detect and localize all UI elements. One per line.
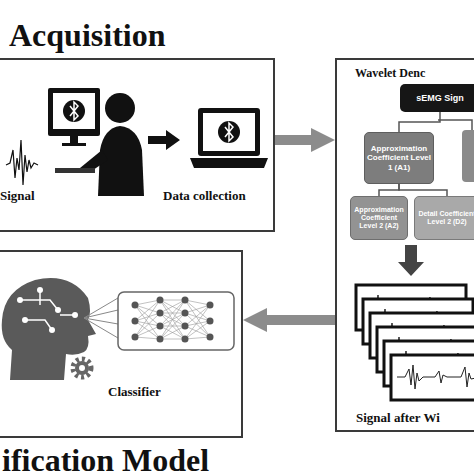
- tree-branch: [379, 184, 399, 196]
- process-box: Approximation Coefficient Level 2 (A2): [350, 196, 408, 240]
- circuit-dot: [55, 307, 61, 313]
- frame-waveform: [397, 365, 474, 389]
- annotation-label: Classifier: [108, 384, 198, 399]
- down-arrow: [398, 245, 424, 276]
- laptop-base: [190, 158, 268, 168]
- network-neuron: [207, 302, 214, 309]
- process-box: Detail Coefficient Level 2 (D2): [414, 196, 474, 240]
- circuit-dot: [49, 327, 55, 333]
- network-neuron: [132, 334, 139, 341]
- circuit-dot: [22, 317, 28, 323]
- network-neuron: [157, 336, 164, 343]
- gear-hole: [79, 365, 85, 371]
- box-label: Detail Coefficient Level 2 (D2): [417, 210, 474, 226]
- network-frame: [118, 292, 234, 350]
- box-label: sEMG Sign: [416, 93, 464, 103]
- network-neuron: [182, 323, 189, 330]
- laptop-screen: [203, 113, 255, 151]
- flow-arrow: [275, 135, 311, 145]
- tree-branch: [399, 112, 440, 132]
- network-neuron: [182, 336, 189, 343]
- network-neuron: [207, 334, 214, 341]
- annotation-label: Data collection: [163, 188, 283, 203]
- stage-panel: Wavelet Denc sEMG SignApproximation Coeff…: [335, 58, 474, 432]
- keyboard: [55, 168, 95, 173]
- monitor-base: [62, 143, 86, 146]
- stage-title: ification Model: [2, 443, 262, 474]
- annotation-label: Signal: [0, 188, 50, 203]
- circuit-dot: [17, 297, 23, 303]
- bluetooth-badge: [63, 100, 85, 122]
- network-neuron: [182, 297, 189, 304]
- person-head: [105, 93, 135, 123]
- monitor-frame: [48, 88, 100, 136]
- circuit-dot: [37, 287, 43, 293]
- network-neuron: [157, 310, 164, 317]
- box-label: Approximation Coefficient Level 1 (A1): [367, 144, 431, 172]
- network-neuron: [132, 318, 139, 325]
- gear-teeth: [73, 359, 91, 377]
- stage-title: Wavelet Denc: [355, 66, 474, 80]
- signal-frame: [391, 355, 474, 400]
- network-neuron: [157, 297, 164, 304]
- bluetooth-badge: [218, 121, 240, 143]
- transfer-arrow: [148, 130, 180, 150]
- process-box: Approximation Coefficient Level 1 (A1): [364, 132, 434, 184]
- network-neuron: [132, 302, 139, 309]
- cut-coefficient-box: [462, 130, 474, 182]
- circuit-traces: [20, 290, 75, 330]
- monitor-stand: [70, 136, 78, 144]
- stage-title: Acquisition: [9, 18, 269, 52]
- monitor-screen: [53, 93, 95, 129]
- network-neuron: [157, 323, 164, 330]
- gear-body: [75, 361, 89, 375]
- box-label: Approximation Coefficient Level 2 (A2): [353, 206, 405, 230]
- bluetooth-symbol: [225, 123, 233, 141]
- laptop-frame: [198, 108, 260, 156]
- head-silhouette: [2, 278, 96, 380]
- network-neuron: [182, 310, 189, 317]
- stage-panel: Acquisition: [0, 58, 275, 232]
- fan-lines: [84, 298, 118, 338]
- bluetooth-symbol: [70, 102, 78, 120]
- stage-panel: ification Model: [0, 250, 243, 438]
- tree-branch: [438, 120, 472, 130]
- semg-waveform: [6, 140, 38, 185]
- network-neuron: [207, 318, 214, 325]
- tree-branch: [399, 184, 447, 196]
- annotation-label: Signal after Wi: [356, 410, 474, 425]
- process-box: sEMG Sign: [400, 84, 474, 112]
- circuit-dot: [72, 312, 78, 318]
- network-links: [135, 300, 210, 339]
- frame-border: [391, 355, 474, 400]
- flow-arrow: [267, 315, 335, 325]
